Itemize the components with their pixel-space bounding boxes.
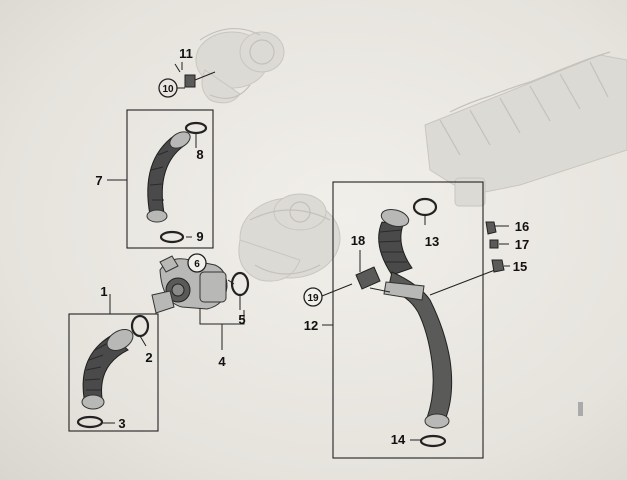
lower-left-hose xyxy=(81,329,134,410)
ghost-turbo-top xyxy=(195,27,285,104)
group-box-12 xyxy=(332,181,484,459)
callout-19: 19 xyxy=(307,293,319,304)
callout-3: 3 xyxy=(118,416,125,431)
callout-2: 2 xyxy=(145,350,152,365)
callout-7: 7 xyxy=(95,173,102,188)
callout-circle-19 xyxy=(303,287,323,307)
callout-9: 9 xyxy=(196,229,203,244)
callout-17: 17 xyxy=(515,237,529,252)
callout-14: 14 xyxy=(391,432,406,447)
callout-12: 12 xyxy=(304,318,318,333)
callout-circle-6 xyxy=(187,253,207,273)
connector-assembly xyxy=(151,255,228,314)
callout-8: 8 xyxy=(196,147,203,162)
ghost-intake-manifold xyxy=(424,51,627,207)
callout-5: 5 xyxy=(238,312,245,327)
group-box-7 xyxy=(126,109,214,249)
edge-mark xyxy=(578,402,583,416)
seal-ring-8 xyxy=(184,121,208,135)
seal-ring-5 xyxy=(230,271,250,297)
callout-13: 13 xyxy=(425,234,439,249)
seal-ring-3 xyxy=(76,415,104,429)
part-16 xyxy=(485,221,497,235)
callout-1: 1 xyxy=(100,284,107,299)
callout-15: 15 xyxy=(513,259,527,274)
callout-6: 6 xyxy=(194,259,200,270)
part-15 xyxy=(491,259,505,273)
upper-pipe xyxy=(146,131,191,223)
seal-ring-14 xyxy=(419,434,447,448)
clip-part-11 xyxy=(184,74,196,88)
callout-4: 4 xyxy=(218,354,226,369)
seal-ring-9 xyxy=(159,230,185,244)
right-long-pipe xyxy=(378,208,453,429)
callout-18: 18 xyxy=(351,233,365,248)
part-17 xyxy=(489,239,499,249)
group-box-1 xyxy=(68,313,159,432)
seal-ring-13 xyxy=(412,197,438,217)
callout-10: 10 xyxy=(162,84,174,95)
ghost-turbo-mid xyxy=(238,193,341,282)
callout-16: 16 xyxy=(515,219,529,234)
bracket-18 xyxy=(355,266,381,290)
seal-ring-2 xyxy=(130,314,150,338)
callout-11: 11 xyxy=(179,46,193,61)
